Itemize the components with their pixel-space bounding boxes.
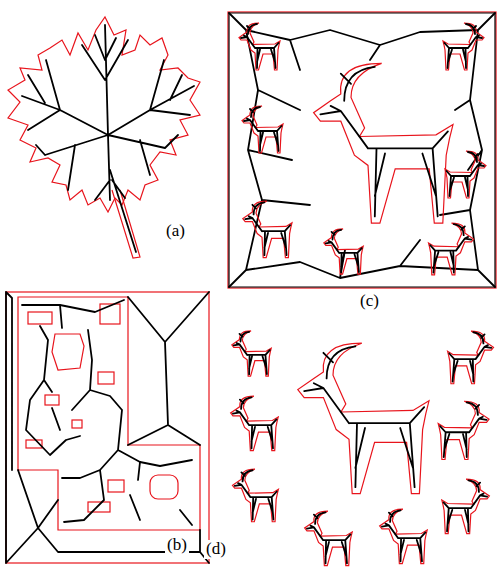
obstacle — [88, 502, 110, 512]
obstacle — [72, 420, 82, 428]
animal-shape — [438, 401, 489, 459]
obstacle — [98, 372, 114, 384]
obstacle — [150, 475, 178, 499]
stem-outline — [112, 190, 140, 258]
panel-label: (a) — [164, 222, 187, 241]
animal-shape — [445, 151, 486, 198]
obstacle — [45, 395, 59, 405]
panel-label: (c) — [358, 292, 381, 311]
animal-shape — [314, 63, 453, 223]
panel-label: (d) — [204, 540, 228, 559]
animal-shape — [232, 469, 278, 522]
animal-shape — [242, 106, 283, 153]
obstacle — [108, 480, 124, 492]
animal-shape — [305, 511, 353, 566]
square-skeleton — [229, 13, 495, 287]
leaf-outline — [8, 17, 200, 212]
floor-plan — [6, 292, 209, 563]
animal-shape — [298, 343, 429, 493]
maple-leaf — [8, 17, 200, 258]
plan-border — [6, 292, 209, 563]
animal-shape — [443, 23, 484, 70]
animal-shape — [448, 331, 494, 384]
square-skeleton-border — [229, 13, 495, 287]
leaf-skeleton — [22, 25, 194, 252]
obstacle — [52, 334, 84, 370]
animal-shape — [324, 229, 363, 274]
animal-shape — [429, 223, 474, 275]
obstacle — [100, 304, 120, 324]
animal-shape — [231, 396, 279, 451]
animal-group — [231, 331, 494, 566]
animal-shape — [243, 201, 292, 257]
obstacle — [28, 312, 52, 324]
panel-label: (b) — [165, 536, 189, 555]
plan-skeleton — [6, 292, 209, 563]
animal-shape — [442, 479, 490, 534]
animal-square — [228, 12, 496, 288]
animal-shape — [380, 509, 428, 564]
square-border — [228, 12, 496, 288]
animal-shape — [232, 331, 271, 376]
animal-shape — [239, 23, 280, 70]
